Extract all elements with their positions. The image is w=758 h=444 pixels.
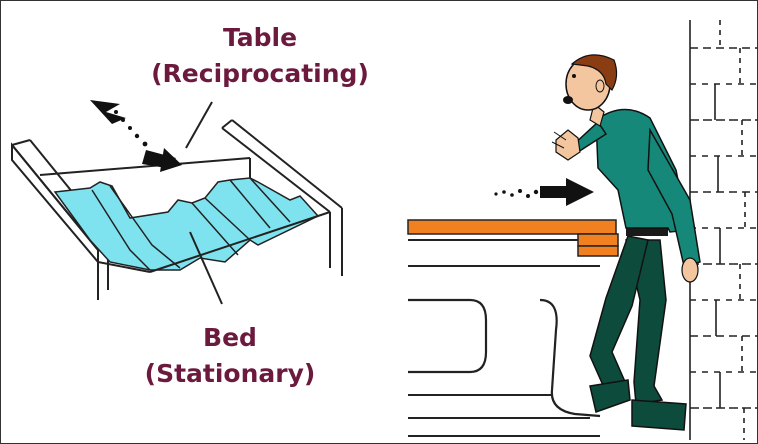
table-label: Table [150,22,370,53]
shaper-table-bed-drawing [12,100,342,304]
brick-wall-illustration [690,20,758,440]
motion-arrow-icon [90,100,182,172]
shaper-machine-table [408,220,618,436]
motion-arrow-icon [494,178,594,206]
bed-label: Bed [170,322,290,353]
bed-sublabel: (Stationary) [120,358,340,389]
table-leader-line [186,102,212,148]
table-sublabel: (Reciprocating) [110,58,410,89]
startled-man-illustration [552,55,700,430]
